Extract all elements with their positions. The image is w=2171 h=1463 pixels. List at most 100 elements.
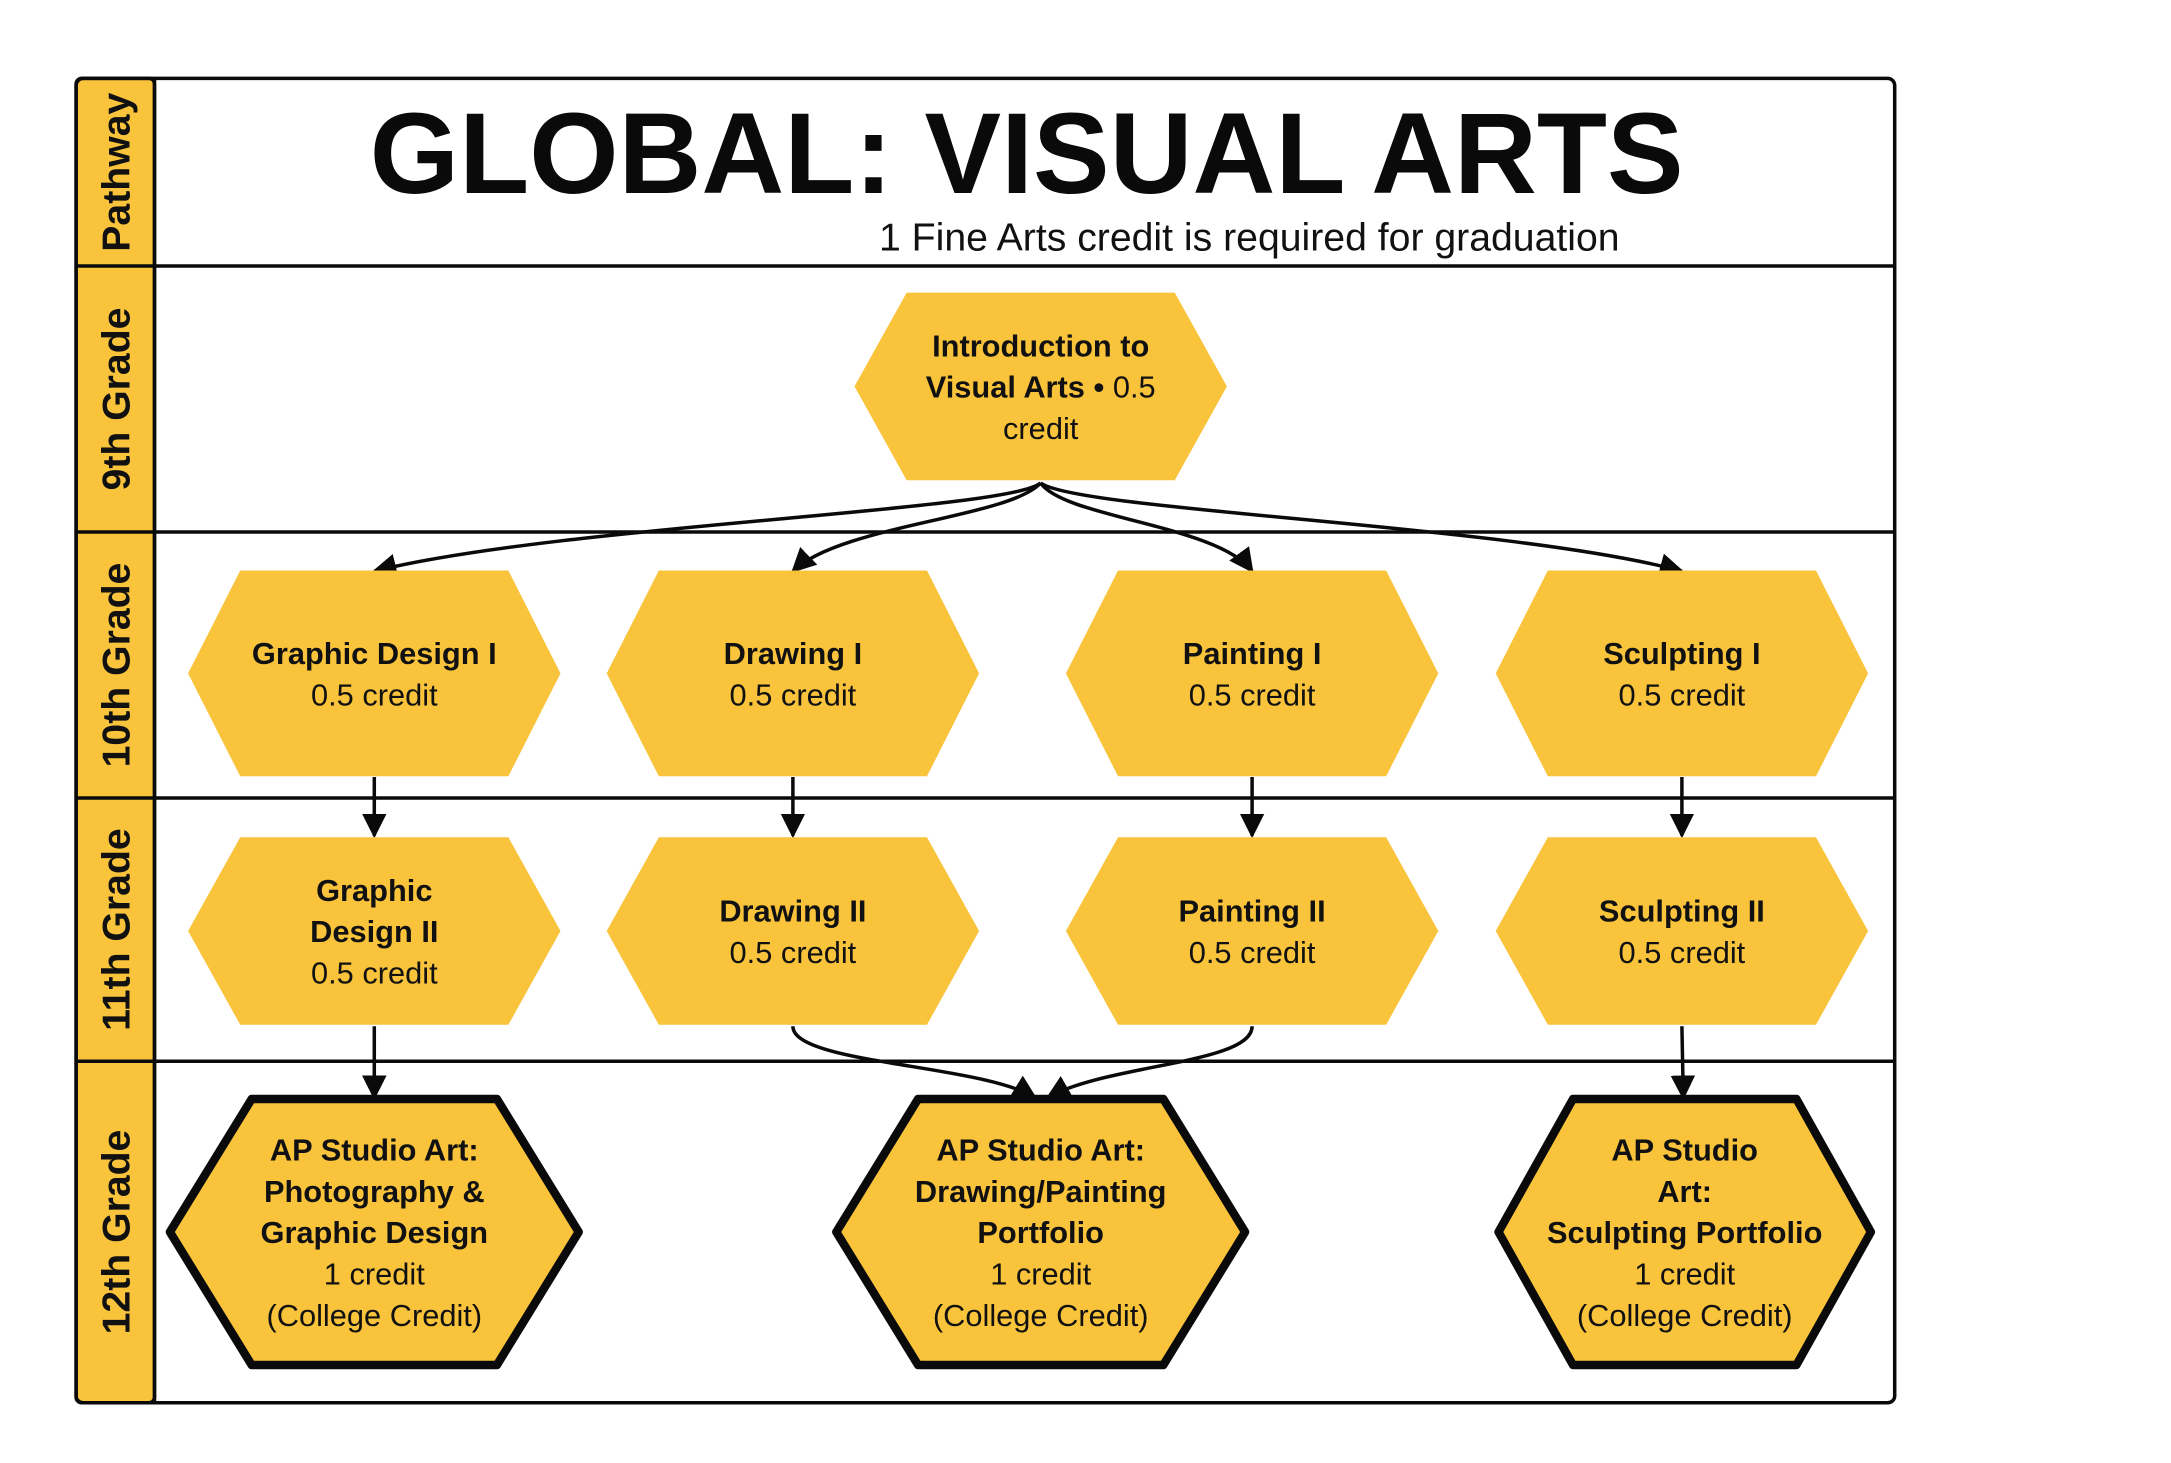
course-line: (College Credit): [933, 1298, 1149, 1333]
course-text: Painting II: [1179, 894, 1326, 929]
course-line: 0.5 credit: [1189, 677, 1316, 712]
course-text: Graphic Design I: [252, 636, 497, 671]
course-text: AP Studio Art:: [270, 1133, 479, 1168]
course-line: Graphic Design: [260, 1215, 488, 1250]
course-node-sc2[interactable]: Sculpting II 0.5 credit: [1495, 837, 1869, 1025]
arrow-intro-dr1: [791, 481, 1042, 573]
course-text: Design II: [310, 914, 438, 949]
course-line: Art:: [1657, 1174, 1712, 1209]
course-line: Sculpting II: [1599, 894, 1765, 929]
course-line: Sculpting Portfolio: [1547, 1215, 1822, 1250]
course-text: Drawing/Painting: [915, 1174, 1167, 1209]
course-text: 0.5 credit: [1189, 935, 1316, 970]
course-line: 0.5 credit: [311, 677, 438, 712]
course-text: Graphic: [316, 873, 432, 908]
course-node-dr2[interactable]: Drawing II 0.5 credit: [606, 837, 980, 1025]
course-line: 0.5 credit: [311, 956, 438, 991]
arrow-dr2-ap: [791, 1025, 1038, 1100]
course-text: 0.5 credit: [1619, 935, 1746, 970]
course-node-intro[interactable]: Introduction to Visual Arts • 0.5 credit: [854, 292, 1227, 481]
course-node-gd1[interactable]: Graphic Design I 0.5 credit: [188, 570, 561, 777]
course-line: 1 credit: [990, 1257, 1091, 1292]
hexagon-shape: [188, 837, 561, 1025]
course-text: Painting I: [1183, 636, 1322, 671]
course-line: 0.5 credit: [1619, 935, 1746, 970]
course-line: AP Studio Art:: [270, 1133, 479, 1168]
course-line: 1 credit: [324, 1257, 425, 1292]
course-line: Design II: [310, 914, 438, 949]
course-line: credit: [1003, 411, 1079, 446]
course-line: AP Studio Art:: [936, 1133, 1145, 1168]
course-text: Sculpting II: [1599, 894, 1765, 929]
lane-label-pathway: Pathway: [95, 93, 138, 252]
course-text: Introduction to: [932, 328, 1149, 363]
course-line: 0.5 credit: [1619, 677, 1746, 712]
course-line: Painting I: [1183, 636, 1322, 671]
course-text: Visual Arts •: [926, 370, 1105, 405]
hexagon-shape: [1495, 837, 1869, 1025]
course-line: (College Credit): [1577, 1298, 1793, 1333]
course-line: Portfolio: [977, 1215, 1104, 1250]
course-line: (College Credit): [266, 1298, 482, 1333]
course-text: 0.5 credit: [730, 935, 857, 970]
lane-label-12th-grade: 12th Grade: [95, 1130, 138, 1335]
course-node-sc1[interactable]: Sculpting I 0.5 credit: [1495, 570, 1869, 777]
arrow-intro-gd1: [371, 481, 1042, 578]
lane-label-10th-grade: 10th Grade: [95, 563, 138, 768]
course-line: Painting II: [1179, 894, 1326, 929]
course-node-pt2[interactable]: Painting II 0.5 credit: [1065, 837, 1439, 1025]
hexagon-shape: [606, 570, 980, 777]
course-text: (College Credit): [1577, 1298, 1793, 1333]
course-text: 0.5 credit: [1189, 677, 1316, 712]
swimlane-frame: [74, 76, 1897, 1405]
course-line: AP Studio: [1611, 1133, 1758, 1168]
course-text: 1 credit: [324, 1257, 425, 1292]
subtitle: 1 Fine Arts credit is required for gradu…: [879, 217, 1620, 260]
hexagon-shape: [832, 1094, 1250, 1370]
hexagon-shape: [1065, 837, 1439, 1025]
course-line: Introduction to: [932, 328, 1149, 363]
course-node-ap-photo[interactable]: AP Studio Art: Photography & Graphic Desig…: [165, 1094, 583, 1370]
course-node-pt1[interactable]: Painting I 0.5 credit: [1065, 570, 1439, 777]
arrow-intro-pt1: [1039, 481, 1254, 574]
arrow-sc2-ap: [1670, 1026, 1696, 1101]
course-text: 0.5 credit: [730, 677, 857, 712]
course-line: Graphic: [316, 873, 432, 908]
page-title: GLOBAL: VISUAL ARTS: [370, 90, 1684, 218]
course-line: Drawing/Painting: [915, 1174, 1167, 1209]
course-text: 0.5 credit: [1619, 677, 1746, 712]
hexagon-shape: [1495, 570, 1869, 777]
lane-label-11th-grade: 11th Grade: [95, 828, 138, 1031]
course-text: Drawing I: [724, 636, 863, 671]
course-text: AP Studio: [1611, 1133, 1758, 1168]
course-node-dr1[interactable]: Drawing I 0.5 credit: [606, 570, 980, 777]
course-text: Art:: [1657, 1174, 1712, 1209]
lane-dividers: [76, 264, 1895, 1063]
arrow-pt2-ap: [1045, 1025, 1254, 1100]
course-text: Drawing II: [719, 894, 866, 929]
course-line: Drawing I: [724, 636, 863, 671]
course-text: Portfolio: [977, 1215, 1104, 1250]
hexagon-shape: [606, 837, 980, 1025]
connectors: [362, 481, 1696, 1101]
hexagon-shape: [188, 570, 561, 777]
course-text: (College Credit): [266, 1298, 482, 1333]
course-text: Sculpting I: [1603, 636, 1760, 671]
hexagon-shape: [1494, 1094, 1876, 1370]
course-text: 0.5 credit: [311, 677, 438, 712]
course-text: AP Studio Art:: [936, 1133, 1145, 1168]
course-text: 1 credit: [990, 1257, 1091, 1292]
course-text: Graphic Design: [260, 1215, 488, 1250]
course-text: credit: [1003, 411, 1079, 446]
course-line: 0.5 credit: [730, 677, 857, 712]
course-line: Visual Arts • 0.5: [926, 370, 1156, 405]
course-text: 1 credit: [1634, 1257, 1735, 1292]
course-line: 0.5 credit: [1189, 935, 1316, 970]
course-line: Photography &: [264, 1174, 485, 1209]
course-line: 1 credit: [1634, 1257, 1735, 1292]
course-line: Drawing II: [719, 894, 866, 929]
